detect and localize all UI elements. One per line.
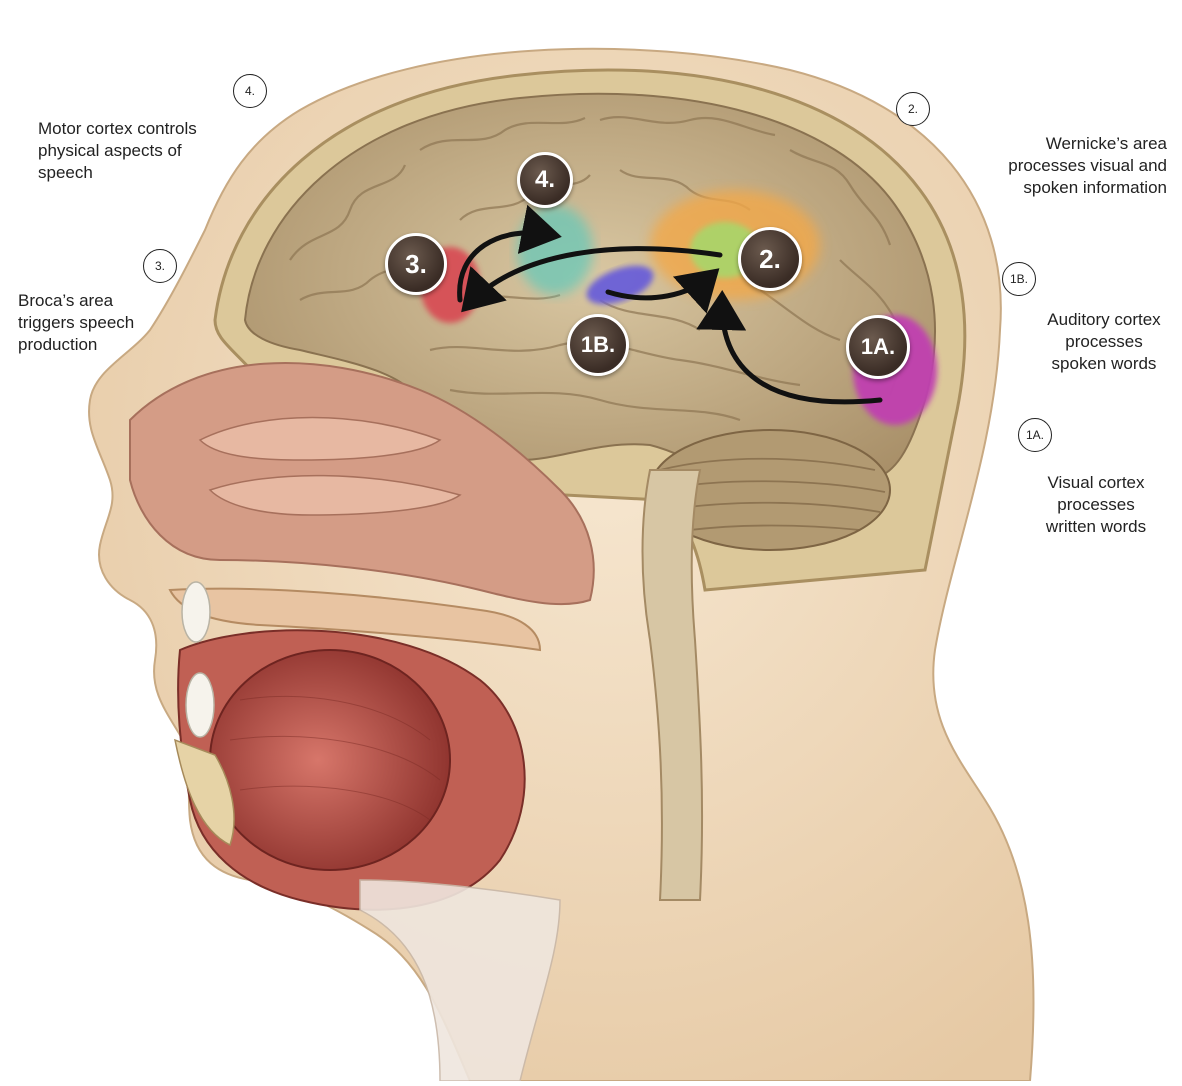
badge-visual: 1A. <box>846 315 910 379</box>
motor-region <box>517 205 593 295</box>
legend-number-broca: 3. <box>143 249 177 283</box>
legend-number-auditory: 1B. <box>1002 262 1036 296</box>
legend-broca: Broca’s area triggers speech production <box>18 290 134 356</box>
legend-number-visual: 1A. <box>1018 418 1052 452</box>
badge-auditory: 1B. <box>567 314 629 376</box>
legend-motor: Motor cortex controls physical aspects o… <box>38 118 197 184</box>
badge-broca: 3. <box>385 233 447 295</box>
badge-wernicke: 2. <box>738 227 802 291</box>
legend-number-motor: 4. <box>233 74 267 108</box>
tongue <box>210 650 450 870</box>
badge-motor: 4. <box>517 152 573 208</box>
legend-number-wernicke: 2. <box>896 92 930 126</box>
legend-visual: Visual cortex processes written words <box>1026 472 1166 538</box>
legend-wernicke: Wernicke’s area processes visual and spo… <box>942 133 1167 199</box>
legend-auditory: Auditory cortex processes spoken words <box>1030 309 1178 375</box>
